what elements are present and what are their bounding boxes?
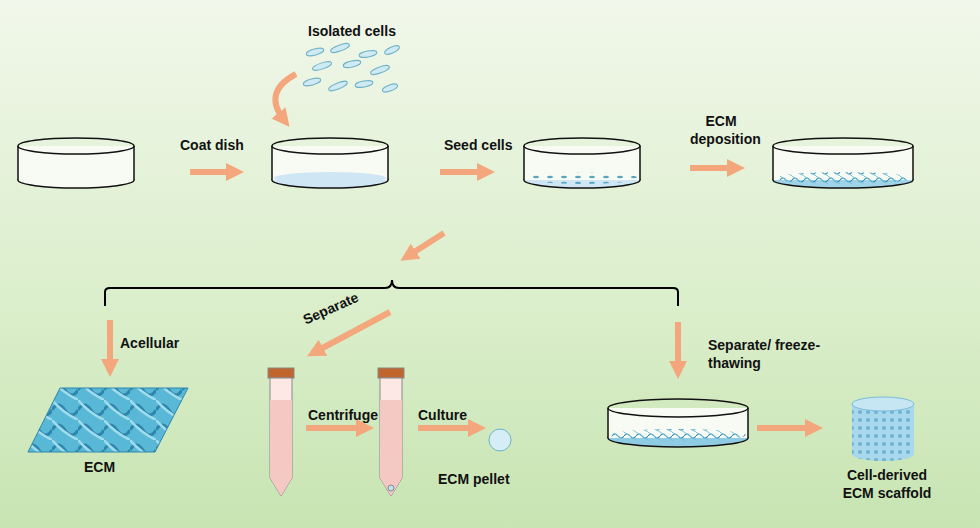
ecm-pellet [489,429,511,451]
product-label: ECM [84,458,115,476]
step-label: Culture [418,406,467,424]
cells-label: Isolated cells [308,22,396,40]
step-label: Separate [300,288,361,329]
product-label: ECM pellet [438,470,510,488]
step-label: Separate/ freeze-thawing [708,336,826,372]
bracket [105,280,678,306]
ecm-scaffold [852,397,914,461]
step-label: Coat dish [180,136,244,154]
step-label: Seed cells [444,136,513,154]
arrows [110,74,814,428]
step-label: Centrifuge [308,406,378,424]
step-label: ECM deposition [690,112,752,148]
centrifuge-tubes [268,368,404,496]
isolated-cells [303,42,401,94]
ecm-sheet [28,388,188,452]
step-label: Acellular [120,334,179,352]
product-label: Cell-derived ECM scaffold [832,466,942,502]
